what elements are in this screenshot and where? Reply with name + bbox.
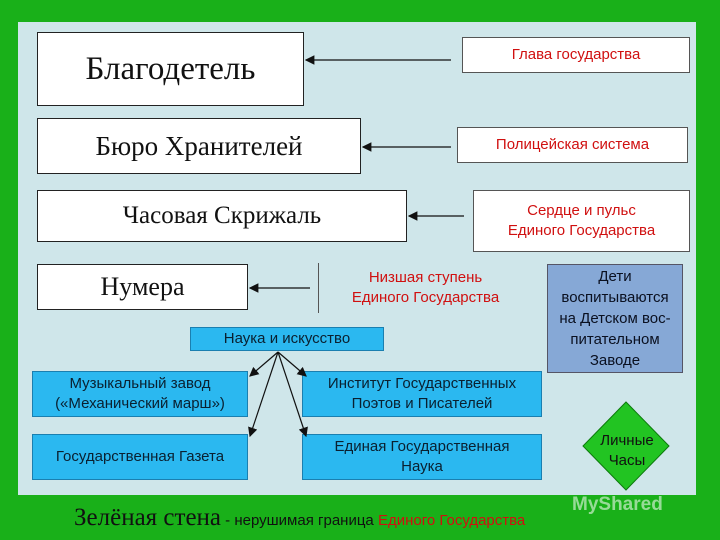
footer-bar: [0, 495, 720, 540]
level3-note: Сердце и пульс Единого Государства: [473, 190, 690, 252]
children-line5: Заводе: [589, 352, 641, 369]
watermark-logo: MyShared: [572, 494, 663, 516]
watches-line2: Часы: [608, 452, 646, 469]
arrow-to-institute: [277, 351, 307, 377]
arrow-to-music: [249, 351, 279, 377]
children-box: Дети воспитываются на Детском вос- питат…: [547, 264, 683, 373]
watermark-text: MyShared: [572, 494, 663, 515]
footer-title: Зелёная стена: [74, 504, 222, 531]
level4-box: Нумера: [37, 264, 248, 310]
level3-note-line2: Единого Государства: [507, 222, 656, 239]
level4-note: Низшая ступень Единого Государства: [318, 263, 532, 313]
level4-note-line2: Единого Государства: [351, 289, 500, 306]
arrow-to-gazette: [248, 351, 279, 438]
level2-note: Полицейская система: [457, 127, 688, 163]
level2-note-text: Полицейская система: [495, 136, 650, 153]
unified-science-box: Единая Государственная Наука: [302, 434, 542, 480]
music-plant-line1: Музыкальный завод: [69, 375, 211, 392]
level2-label: Бюро Хранителей: [95, 130, 303, 161]
unified-science-line2: Наука: [401, 458, 443, 475]
gazette-box: Государственная Газета: [32, 434, 248, 480]
institute-box: Институт Государственных Поэтов и Писате…: [302, 371, 542, 417]
level3-note-line1: Сердце и пульс: [527, 202, 636, 219]
gazette-label: Государственная Газета: [55, 448, 225, 465]
unified-science-line1: Единая Государственная: [334, 438, 510, 455]
institute-line1: Институт Государственных: [327, 375, 517, 392]
personal-watches-label: Личные Часы: [594, 430, 660, 472]
children-line3: на Детском вос-: [559, 310, 671, 327]
music-plant-box: Музыкальный завод («Механический марш»): [32, 371, 248, 417]
level2-box: Бюро Хранителей: [37, 118, 361, 174]
level1-note: Глава государства: [462, 37, 690, 73]
music-plant-line2: («Механический марш»): [55, 395, 225, 412]
level4-label: Нумера: [100, 272, 185, 301]
arrow-to-science: [277, 351, 308, 438]
footer-rest: - нерушимая граница: [221, 512, 378, 529]
level4-note-line1: Низшая ступень: [368, 269, 483, 286]
footer-caption: Зелёная стена - нерушимая граница Единог…: [74, 504, 525, 532]
science-root-label: Наука и искусство: [223, 330, 351, 347]
science-root-box: Наука и искусство: [190, 327, 384, 351]
level3-box: Часовая Скрижаль: [37, 190, 407, 242]
level1-box: Благодетель: [37, 32, 304, 106]
children-line1: Дети: [598, 268, 632, 285]
personal-watches-diamond: [582, 401, 670, 491]
children-line4: питательном: [570, 331, 660, 348]
watches-line1: Личные: [600, 432, 654, 449]
footer-red: Единого Государства: [377, 512, 526, 529]
level1-label: Благодетель: [85, 50, 256, 87]
institute-line2: Поэтов и Писателей: [351, 395, 493, 412]
level3-label: Часовая Скрижаль: [122, 202, 322, 229]
children-line2: воспитываются: [561, 289, 669, 306]
level1-note-text: Глава государства: [511, 46, 641, 63]
